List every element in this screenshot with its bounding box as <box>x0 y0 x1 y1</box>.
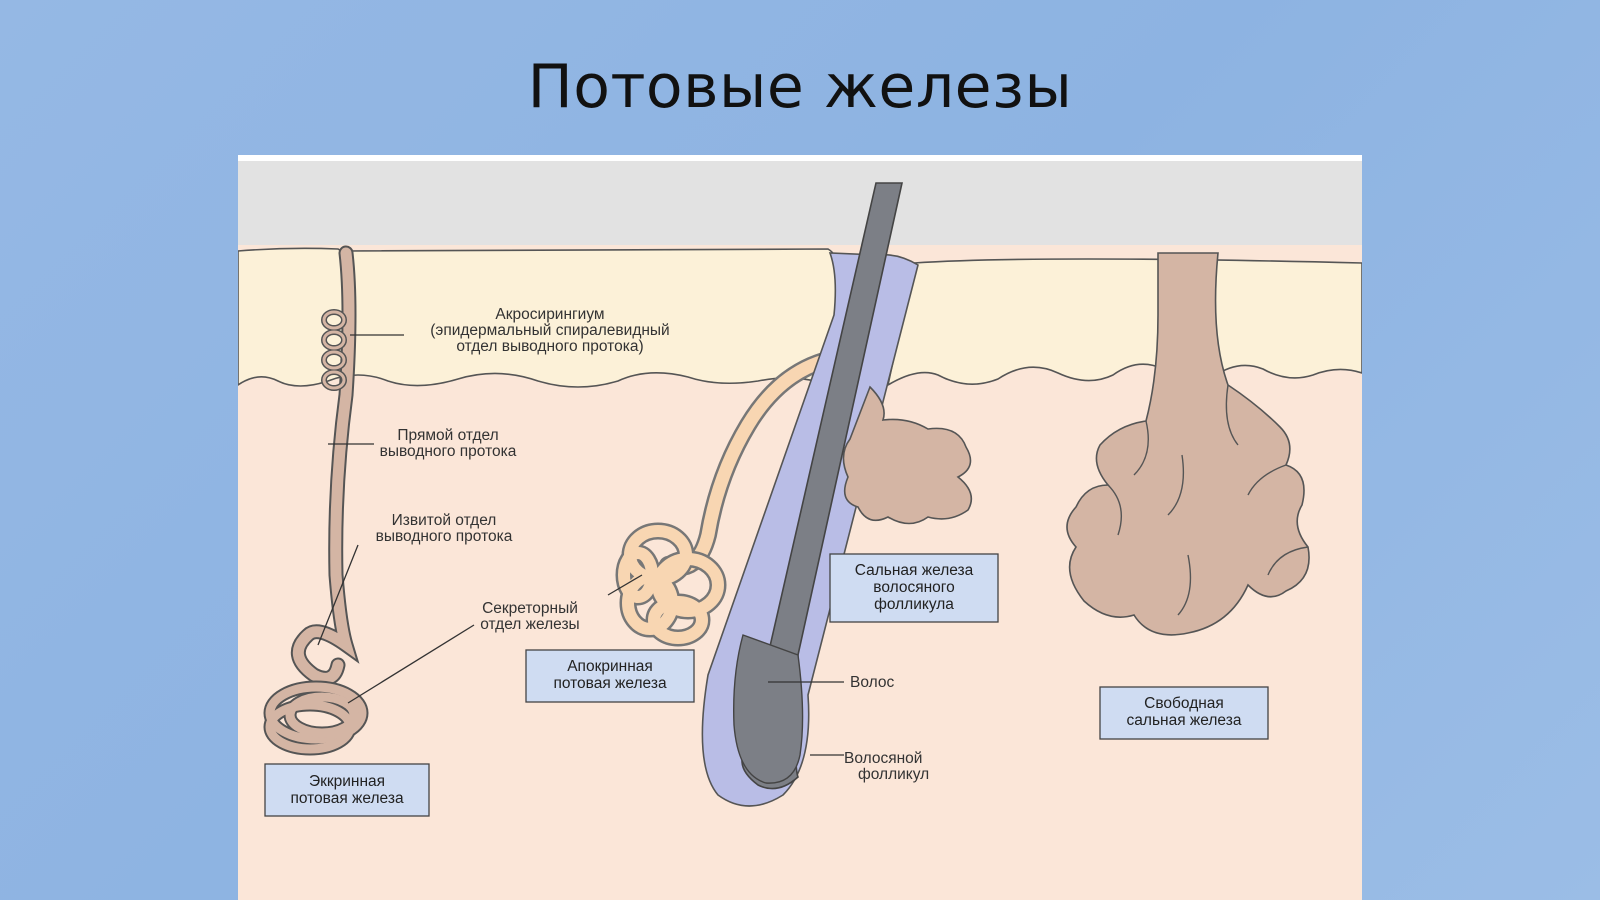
secretory-label-line-1: Секреторный <box>482 600 578 617</box>
eccrine-duct-inner <box>293 247 356 684</box>
straight-duct-label-line-1: Прямой отдел <box>397 427 498 444</box>
sebaceous-follicle-box-line-3: фолликула <box>874 596 954 613</box>
slide-title: Потовые железы <box>527 52 1073 122</box>
straight-duct-label-line-2: выводного протока <box>380 443 517 460</box>
label-acrosyringium: Акросирингиум (эпидермальный спиралевидн… <box>430 306 669 355</box>
sebaceous-follicle-box-line-1: Сальная железа <box>855 562 974 579</box>
epidermis-right <box>886 258 1362 387</box>
coiled-duct-label-line-1: Извитой отдел <box>392 512 497 529</box>
free-sebaceous-box-line-1: Свободная <box>1144 695 1224 712</box>
skin-diagram: Акросирингиум (эпидермальный спиралевидн… <box>238 155 1362 900</box>
eccrine-coil <box>263 680 369 756</box>
acrosyringium-label-line-1: Акросирингиум <box>495 306 604 323</box>
eccrine-box-line-2: потовая железа <box>290 790 404 807</box>
acrosyringium-spiral-fill <box>322 310 346 390</box>
sebaceous-follicle-box-line-2: волосяного <box>873 579 954 596</box>
hair-follicle-label-line-1: Волосяной <box>844 750 922 767</box>
label-secretory: Секреторный отдел железы <box>480 600 579 633</box>
label-hair: Волос <box>850 674 894 691</box>
hair-bulb <box>733 634 804 784</box>
apocrine-coil <box>615 522 727 647</box>
figure-top-edge <box>238 155 1362 161</box>
secretory-label-line-2: отдел железы <box>480 616 579 633</box>
acrosyringium-label-line-2: (эпидермальный спиралевидный <box>430 322 669 339</box>
box-apocrine-gland: Апокринная потовая железа <box>525 649 695 703</box>
label-straight-duct: Прямой отдел выводного протока <box>380 427 517 460</box>
apocrine-box-line-2: потовая железа <box>553 675 667 692</box>
leader-lines <box>317 334 844 756</box>
hair-follicle-sebaceous <box>842 385 973 525</box>
label-hair-follicle: Волосяной фолликул <box>844 750 929 783</box>
acrosyringium-label-line-3: отдел выводного протока) <box>456 338 643 355</box>
box-sebaceous-follicle-gland: Сальная железа волосяного фолликула <box>829 553 999 623</box>
box-eccrine-gland: Эккринная потовая железа <box>264 763 430 817</box>
box-free-sebaceous-gland: Свободная сальная железа <box>1099 686 1269 740</box>
eccrine-box-line-1: Эккринная <box>309 773 385 790</box>
coiled-duct-label-line-2: выводного протока <box>376 528 513 545</box>
free-sebaceous-gland <box>1066 252 1310 636</box>
label-coiled-duct: Извитой отдел выводного протока <box>376 512 513 545</box>
apocrine-box-line-1: Апокринная <box>567 658 653 675</box>
hair-follicle-label-line-2: фолликул <box>858 766 929 783</box>
hair-label: Волос <box>850 674 894 691</box>
free-sebaceous-box-line-2: сальная железа <box>1127 712 1242 729</box>
free-sebaceous-lobule-lines <box>1107 384 1309 616</box>
